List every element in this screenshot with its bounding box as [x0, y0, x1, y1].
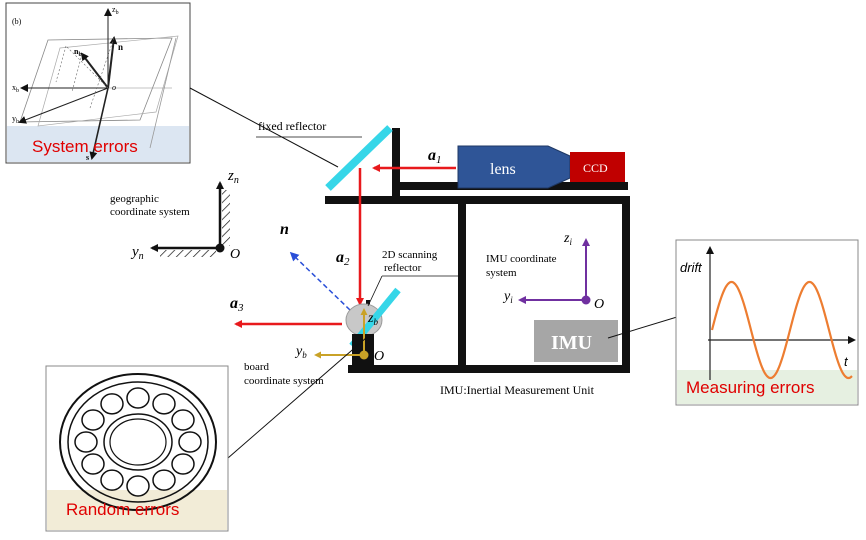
board-origin-label: O — [374, 349, 384, 364]
zb-label: zb — [112, 5, 119, 16]
board-label-line1: board — [244, 361, 270, 373]
bearing-ball — [126, 475, 150, 497]
zb-board-label: zb — [367, 311, 378, 327]
beam-a2-label: a2 — [336, 249, 350, 268]
mirror-edge — [149, 37, 177, 149]
measuring-errors-panel: drift t Measuring errors — [675, 239, 859, 406]
scanning-leader-diag — [367, 275, 383, 307]
leader-line-random-errors — [227, 337, 367, 459]
geographic-origin-dot — [215, 243, 225, 253]
bearing-ball — [100, 469, 124, 491]
bearing-ball — [152, 469, 176, 491]
yn-label: yn — [130, 244, 144, 262]
geographic-frame: geographic coordinate system zn yn O — [110, 168, 240, 262]
frame-right-bar — [622, 196, 630, 373]
frame-bottom-bar — [348, 365, 630, 373]
nb-label: nb — [74, 47, 82, 58]
normal-n-label: n — [280, 221, 289, 238]
beam-a1-label: a1 — [428, 147, 442, 166]
xb-label: xb — [12, 83, 19, 94]
geographic-origin-label: O — [230, 247, 240, 262]
frame-top-bar — [325, 196, 630, 204]
geographic-label-line1: geographic — [110, 193, 159, 205]
ccd-label: CCD — [583, 161, 608, 175]
bearing-ball — [171, 453, 195, 475]
hatch-wall — [222, 190, 230, 246]
projection-line — [71, 53, 83, 93]
imu-box-label: IMU — [551, 332, 592, 354]
system-errors-label: System errors — [32, 137, 138, 156]
scanning-label-line1: 2D scanning — [382, 249, 438, 261]
board-frame: zb yb O board coordinate system — [244, 308, 384, 387]
imu-origin-dot — [581, 295, 591, 305]
yi-label: yi — [502, 289, 513, 305]
s-vector — [89, 87, 109, 160]
imu-box: IMU — [534, 320, 618, 362]
plane-outline — [19, 37, 173, 123]
projection-line — [65, 45, 109, 89]
ccd-body — [570, 152, 625, 182]
yb-axis — [18, 87, 109, 124]
n-vector — [107, 36, 118, 89]
beam-a3-label: a3 — [230, 295, 244, 314]
bearing-ball — [152, 393, 176, 415]
bearing-ball — [126, 387, 150, 409]
lens: lens — [457, 145, 571, 189]
frame-divider-bar — [458, 200, 466, 365]
bearing-illustration — [59, 373, 217, 511]
imu-frame-label-line1: IMU coordinate — [486, 253, 557, 265]
scanning-label-line2: reflector — [384, 262, 422, 274]
inset-tag: (b) — [12, 17, 22, 26]
imu-box-body — [534, 320, 618, 362]
plane-outline-tilted — [37, 35, 179, 127]
board-origin-dot — [359, 350, 369, 360]
drift-axis-label: drift — [680, 260, 703, 275]
geographic-label-line2: coordinate system — [110, 206, 190, 218]
ccd: CCD — [570, 152, 625, 182]
imu-frame-label-line2: system — [486, 267, 517, 279]
projection-line — [89, 37, 115, 109]
bearing-balls — [74, 387, 202, 497]
bearing-ball — [171, 409, 195, 431]
n-label: n — [118, 42, 123, 52]
bearing-ball — [100, 393, 124, 415]
drift-sine-curve — [710, 280, 853, 380]
nb-vector — [80, 52, 109, 89]
zn-label: zn — [227, 168, 239, 186]
hatch-floor — [160, 250, 216, 257]
yb-board-label: yb — [294, 344, 307, 360]
time-axis-label: t — [844, 354, 849, 369]
random-errors-panel: Random errors — [45, 365, 229, 532]
bearing-ball — [178, 431, 202, 453]
bearing-ball — [81, 409, 105, 431]
normal-vector-n — [289, 251, 351, 311]
origin-o-label: o — [112, 83, 116, 92]
system-errors-panel: (b) zb xb yb n nb o s System errors — [5, 2, 191, 164]
bearing-ball — [81, 453, 105, 475]
lens-label: lens — [490, 161, 516, 178]
bearing-ball — [74, 431, 98, 453]
board-label-line2: coordinate system — [244, 375, 324, 387]
random-errors-label: Random errors — [66, 500, 179, 519]
imu-origin-label: O — [594, 297, 604, 312]
yb-label: yb — [12, 114, 19, 125]
imu-frame: zi yi O IMU coordinate system — [486, 231, 604, 312]
measuring-errors-label: Measuring errors — [686, 378, 815, 397]
fixed-reflector-label: fixed reflector — [258, 119, 326, 133]
imu-caption: IMU:Inertial Measurement Unit — [440, 383, 595, 397]
s-label: s — [86, 153, 89, 162]
leader-line-system-errors — [189, 87, 339, 168]
fixed-reflector-mirror — [325, 125, 393, 191]
fixed-reflector-post — [392, 128, 400, 202]
zi-label: zi — [563, 231, 572, 247]
